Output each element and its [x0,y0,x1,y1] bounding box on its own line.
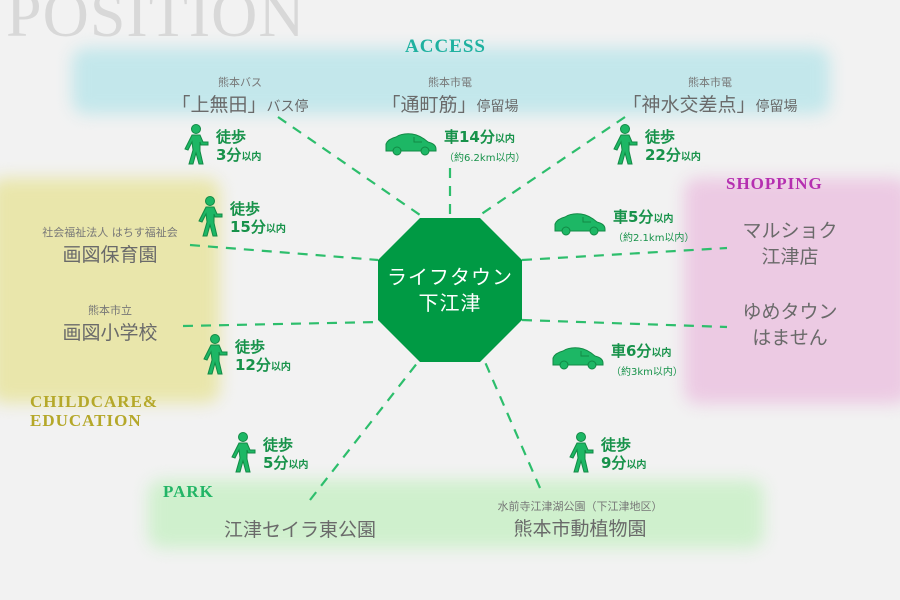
category-childcare-line2: EDUCATION [30,411,142,430]
line-hoikuen [189,243,379,262]
category-childcare: CHILDCARE& EDUCATION [30,392,158,430]
dest-sub: 水前寺江津湖公園（下江津地区） [497,500,663,513]
line-shogakko [182,320,379,328]
dest-name: マルショク [742,220,838,242]
dest-kusumi: 熊本市電 「神水交差点」停留場 [590,74,830,117]
center-line1: ライフタウン [387,265,513,289]
walking-person-icon [203,334,229,380]
dest-toricho: 熊本市電 「通町筋」停留場 [350,74,550,117]
category-shopping: SHOPPING [726,174,823,193]
dest-name: 神水交差点 [641,94,737,116]
dest-name-2: 江津店 [761,246,819,268]
category-park: PARK [163,482,214,501]
line-kusumi [479,116,626,216]
category-childcare-line1: CHILDCARE& [30,392,159,411]
walking-person-icon [198,196,224,242]
dest-seira-park: 江津セイラ東公園 [223,519,376,541]
dest-hoikuen: 社会福祉法人 はちす福祉会 画図保育園 [20,224,200,267]
center-label: ライフタウン 下江津 [378,218,522,362]
travel-youmetown: 車6分以内（約3km以内） [551,342,683,378]
dest-name: 上無田 [190,94,248,116]
walking-person-icon [569,432,595,478]
line-youmetown [521,318,728,329]
dest-kaminashi: 熊本バス 「上無田」バス停 [140,74,340,117]
park-zone [148,480,764,548]
childcare-zone [0,178,220,403]
dest-name: 画図保育園 [62,244,158,266]
car-icon [551,345,605,375]
car-icon [384,131,438,161]
line-marushoku [521,246,728,262]
car-icon [553,211,607,241]
dest-zoo: 水前寺江津湖公園（下江津地区） 熊本市動植物園 [470,498,690,541]
access-zone [72,48,830,114]
dest-name-2: はません [752,327,828,349]
walking-person-icon [184,124,210,170]
dest-sub: 熊本市電 [428,76,472,89]
page-title: POSITION [6,0,306,50]
dest-sub: 熊本市立 [88,304,132,317]
dest-name: 画図小学校 [62,322,158,344]
dest-name: 通町筋 [400,94,458,116]
dest-sub: 熊本市電 [688,76,732,89]
travel-toricho: 車14分以内（約6.2km以内） [384,128,525,164]
dest-sub: 熊本バス [218,76,262,89]
walking-person-icon [613,124,639,170]
dest-youmetown: ゆめタウン はません [720,299,860,351]
center-line2: 下江津 [418,291,482,315]
walking-person-icon [231,432,257,478]
dest-shogakko: 熊本市立 画図小学校 [20,302,200,345]
shopping-zone [684,178,900,404]
dest-name: 熊本市動植物園 [513,518,647,540]
line-park2 [483,361,542,489]
category-access: ACCESS [405,36,486,57]
dest-sub: 社会福祉法人 はちす福祉会 [42,226,178,239]
travel-marushoku: 車5分以内（約2.1km以内） [553,208,694,244]
line-park1 [309,361,419,501]
dest-marushoku: マルショク 江津店 [720,218,860,270]
center-octagon [378,218,522,362]
dest-name: ゆめタウン [742,301,838,323]
